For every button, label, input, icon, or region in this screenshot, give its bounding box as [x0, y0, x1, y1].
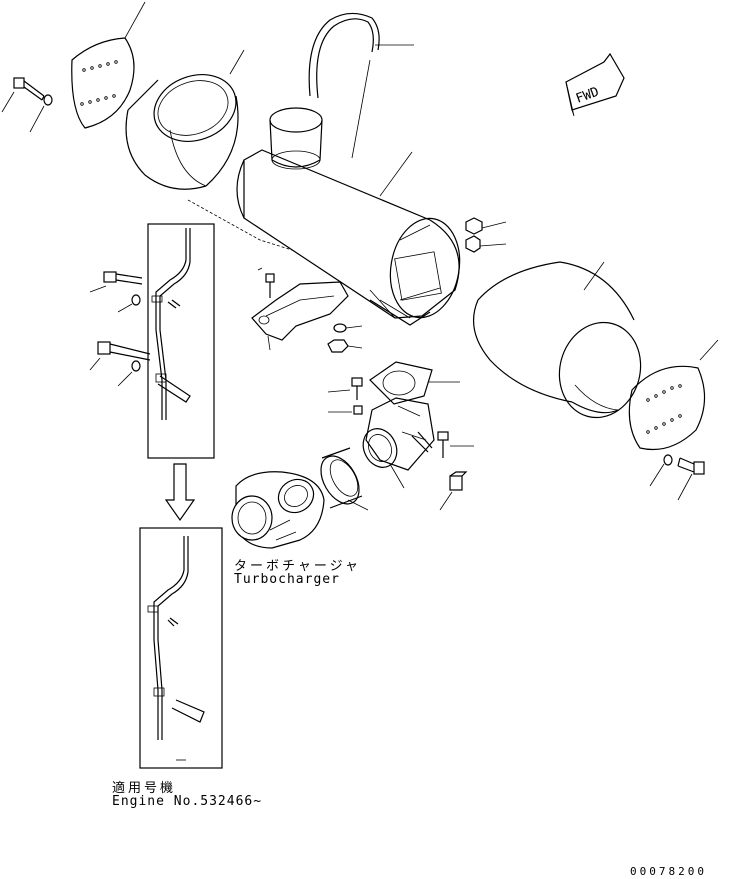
rain-cap-cable	[308, 12, 380, 99]
nut-bracket	[327, 339, 349, 353]
air-cleaner-body	[236, 149, 461, 326]
bolt-inset-upper	[103, 271, 143, 285]
washer-inset-lower	[131, 360, 141, 372]
nut-lower-right	[465, 235, 481, 253]
turbocharger	[231, 471, 325, 549]
inset-box-current	[147, 223, 215, 459]
fwd-arrow-icon: FWD	[565, 52, 625, 117]
bolt-elbow-upper	[351, 377, 363, 400]
bolt-bracket	[265, 273, 275, 298]
washer-bottom-right	[663, 454, 673, 466]
pre-cleaner-sleeve-left	[125, 74, 239, 190]
hose-connector	[320, 447, 363, 509]
inset-box-applicable	[139, 527, 223, 769]
bolt-bottom-right	[677, 457, 705, 475]
washer-top-left	[43, 94, 53, 106]
intake-elbow	[362, 397, 435, 471]
fwd-label: FWD	[574, 85, 601, 107]
pre-cleaner-sleeve-right	[472, 261, 642, 419]
down-arrow-icon	[164, 463, 196, 522]
washer-inset-upper	[131, 294, 141, 306]
nut-upper-right	[465, 217, 483, 235]
rain-cap	[269, 107, 323, 170]
mounting-bracket	[251, 281, 349, 341]
gasket	[369, 361, 433, 405]
applicable-label-en: Engine No.532466~	[112, 794, 263, 809]
end-cap-plate-right	[628, 365, 706, 451]
turbocharger-label-en: Turbocharger	[234, 572, 340, 587]
bolt-top-left	[13, 77, 45, 101]
turbocharger-label-jp: ターボチャージャ	[234, 559, 361, 574]
bolt-inset-lower	[97, 341, 151, 361]
bolt-elbow-right	[437, 431, 449, 458]
plug	[449, 471, 468, 491]
washer-bracket	[333, 323, 347, 333]
drawing-number: 00078200	[630, 865, 707, 878]
applicable-label-jp: 適用号機	[112, 781, 177, 796]
nut-elbow	[353, 405, 363, 415]
end-cap-plate-left	[71, 37, 135, 129]
